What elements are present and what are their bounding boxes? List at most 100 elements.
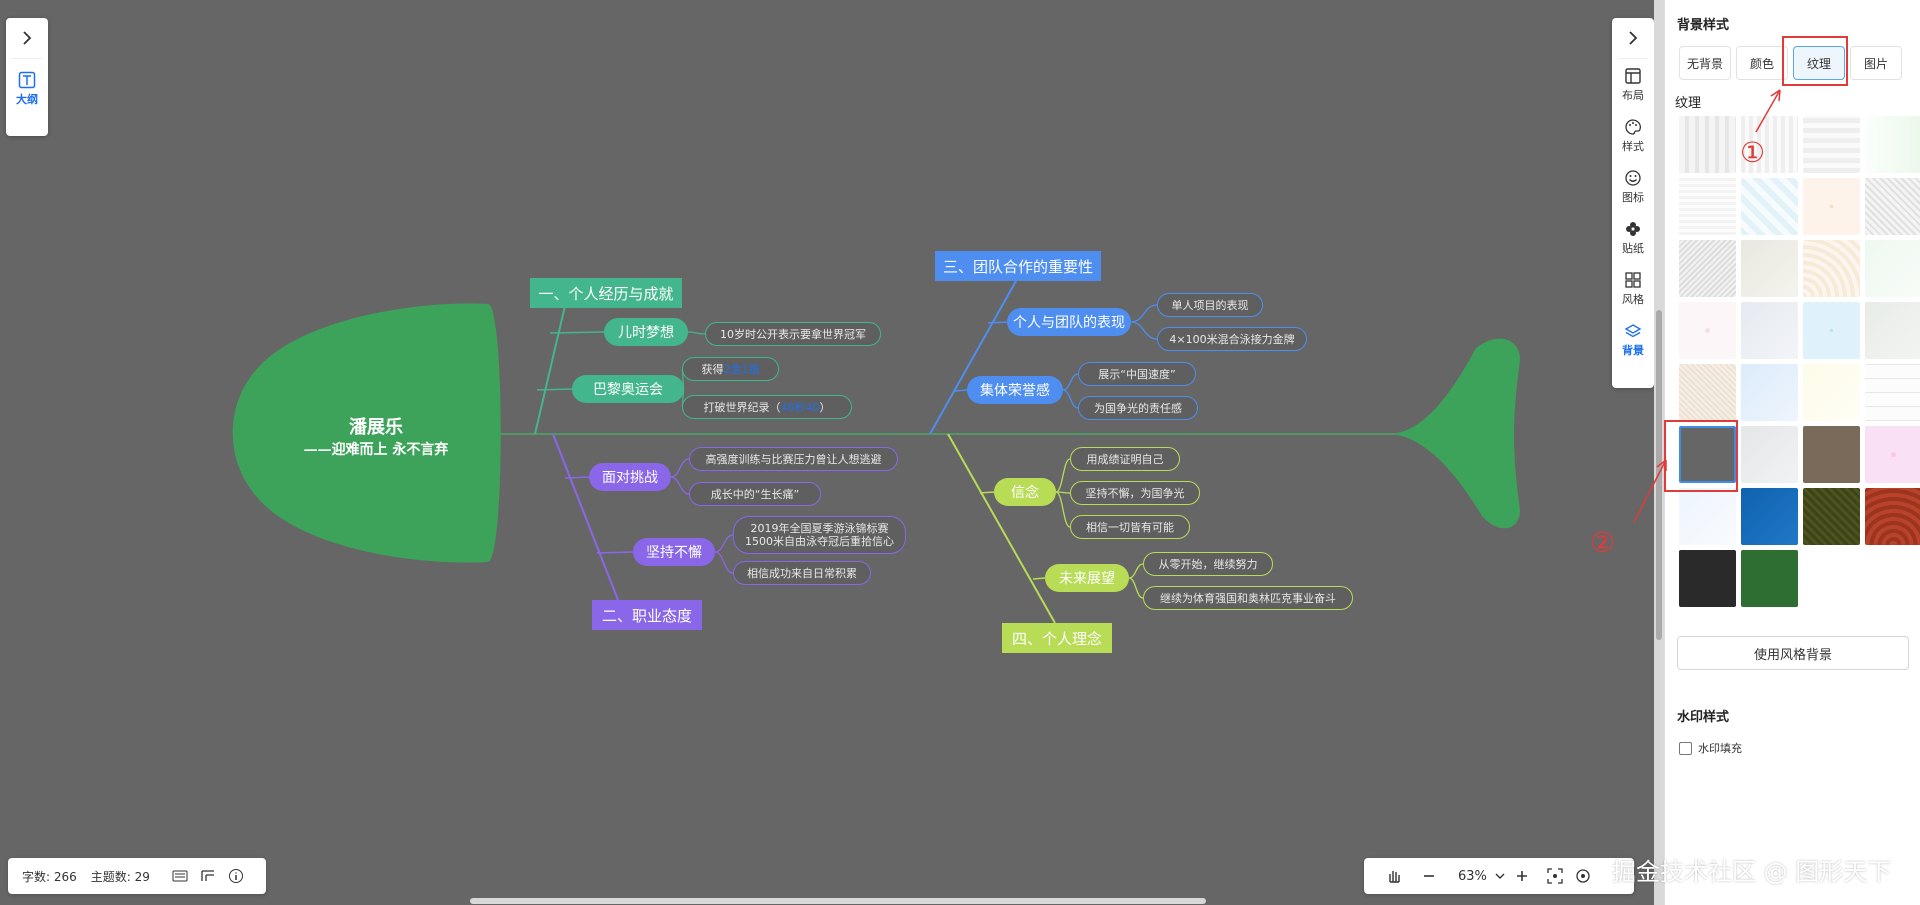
texture-swatch[interactable] <box>1679 488 1736 545</box>
texture-swatch[interactable] <box>1741 178 1798 235</box>
texture-swatch[interactable] <box>1679 426 1736 483</box>
leaf-topic[interactable]: 单人项目的表现 <box>1157 293 1263 317</box>
mindmap-canvas[interactable]: 潘展乐 ——迎难而上 永不言弃 一、个人经历与成就儿时梦想 10岁时公开表示要拿世… <box>0 0 1664 905</box>
subtopic[interactable]: 未来展望 <box>1045 564 1129 592</box>
leaf-topic[interactable]: 相信一切皆有可能 <box>1070 515 1190 539</box>
leaf-topic[interactable]: 10岁时公开表示要拿世界冠军 <box>705 322 881 346</box>
texture-swatch[interactable] <box>1741 364 1798 421</box>
toolbar-item-grid[interactable]: 风格 <box>1612 263 1654 314</box>
zoom-out-icon[interactable] <box>1422 869 1436 883</box>
leaf-topic[interactable]: 坚持不懈，为国争光 <box>1070 481 1200 505</box>
texture-swatch[interactable] <box>1865 116 1920 173</box>
chevron-right-icon <box>1629 31 1638 45</box>
texture-swatch[interactable] <box>1679 116 1736 173</box>
leaf-topic[interactable]: 展示“中国速度” <box>1078 362 1196 386</box>
texture-swatch[interactable] <box>1865 426 1920 483</box>
toolbar-item-palette[interactable]: 样式 <box>1612 110 1654 161</box>
subtopic[interactable]: 儿时梦想 <box>604 318 688 346</box>
subtopic[interactable]: 集体荣誉感 <box>967 376 1063 404</box>
texture-swatch[interactable] <box>1741 550 1798 607</box>
branch-topic[interactable]: 二、职业态度 <box>592 600 702 630</box>
texture-swatch[interactable] <box>1803 116 1860 173</box>
leaf-topic-text: 相信成功来自日常积累 <box>747 567 857 580</box>
texture-swatch[interactable] <box>1865 302 1920 359</box>
keyboard-icon[interactable] <box>172 869 188 883</box>
bg-tab[interactable]: 纹理 <box>1793 46 1845 80</box>
chevron-down-icon[interactable] <box>1495 871 1505 881</box>
toolbar-item-label: 样式 <box>1622 139 1644 153</box>
layout-toggle-icon[interactable] <box>200 869 216 883</box>
texture-swatch[interactable] <box>1679 550 1736 607</box>
texture-swatch[interactable] <box>1679 240 1736 297</box>
use-style-bg-button[interactable]: 使用风格背景 <box>1677 636 1909 670</box>
zoom-value[interactable]: 63% <box>1458 868 1487 884</box>
texture-swatch[interactable] <box>1679 178 1736 235</box>
horizontal-scrollbar[interactable] <box>470 898 1206 904</box>
texture-swatch[interactable] <box>1803 240 1860 297</box>
texture-swatch[interactable] <box>1803 488 1860 545</box>
toolbar-item-flower[interactable]: 贴纸 <box>1612 212 1654 263</box>
root-topic[interactable]: 潘展乐 ——迎难而上 永不言弃 <box>252 412 500 460</box>
texture-swatch[interactable] <box>1803 302 1860 359</box>
watermark-fill-checkbox[interactable] <box>1679 741 1692 755</box>
outline-button[interactable]: 大纲 <box>6 59 48 119</box>
subtopic[interactable]: 坚持不懈 <box>633 538 715 566</box>
leaf-topic-text: 成长中的“生长痛” <box>710 488 800 501</box>
leaf-topic[interactable]: 相信成功来自日常积累 <box>733 561 871 585</box>
expand-left-button[interactable] <box>6 18 48 58</box>
texture-swatch[interactable] <box>1741 488 1798 545</box>
texture-swatch[interactable] <box>1741 116 1798 173</box>
subtopic[interactable]: 巴黎奥运会 <box>572 375 684 403</box>
toolbar-item-layers[interactable]: 背景 <box>1612 314 1654 365</box>
subtopic-label: 面对挑战 <box>602 470 658 486</box>
texture-swatch[interactable] <box>1803 364 1860 421</box>
smiley-icon <box>1625 169 1641 186</box>
leaf-topic-text: 坚持不懈，为国争光 <box>1085 487 1185 500</box>
texture-swatch[interactable] <box>1865 178 1920 235</box>
texture-swatch[interactable] <box>1803 178 1860 235</box>
texture-swatch[interactable] <box>1741 302 1798 359</box>
hand-icon[interactable] <box>1386 868 1400 884</box>
leaf-topic[interactable]: 4×100米混合泳接力金牌 <box>1157 327 1307 351</box>
toolbar-item-label: 布局 <box>1622 88 1644 102</box>
subtopic[interactable]: 个人与团队的表现 <box>1007 308 1131 336</box>
fish-head[interactable] <box>232 303 501 563</box>
texture-swatch[interactable] <box>1741 240 1798 297</box>
collapse-panel-button[interactable] <box>1612 18 1654 58</box>
subtopic[interactable]: 信念 <box>994 478 1056 506</box>
texture-swatch[interactable] <box>1865 240 1920 297</box>
leaf-topic-text: 获得2金1银 <box>702 361 760 377</box>
texture-title: 纹理 <box>1675 96 1702 111</box>
toolbar-item-smiley[interactable]: 图标 <box>1612 161 1654 212</box>
leaf-topic-text: 10岁时公开表示要拿世界冠军 <box>720 328 866 341</box>
info-icon[interactable] <box>228 868 244 884</box>
subtopic[interactable]: 面对挑战 <box>589 463 671 491</box>
texture-swatch[interactable] <box>1803 426 1860 483</box>
leaf-topic[interactable]: 打破世界纪录（46秒40） <box>682 395 852 419</box>
branch-topic[interactable]: 一、个人经历与成就 <box>530 278 682 308</box>
texture-swatch[interactable] <box>1679 302 1736 359</box>
branch-topic[interactable]: 三、团队合作的重要性 <box>935 251 1101 281</box>
leaf-topic[interactable]: 为国争光的责任感 <box>1078 396 1198 420</box>
branch-topic[interactable]: 四、个人理念 <box>1002 623 1112 653</box>
locate-icon[interactable] <box>1575 868 1591 884</box>
bg-tab[interactable]: 颜色 <box>1736 46 1788 80</box>
leaf-topic[interactable]: 成长中的“生长痛” <box>689 482 821 506</box>
leaf-topic[interactable]: 高强度训练与比赛压力曾让人想逃避 <box>689 447 898 471</box>
leaf-topic[interactable]: 获得2金1银 <box>682 357 779 381</box>
texture-swatch[interactable] <box>1865 488 1920 545</box>
texture-swatch[interactable] <box>1741 426 1798 483</box>
bg-tab[interactable]: 图片 <box>1850 46 1902 80</box>
toolbar-item-layout[interactable]: 布局 <box>1612 59 1654 110</box>
leaf-topic[interactable]: 用成绩证明自己 <box>1070 447 1180 471</box>
bg-tab[interactable]: 无背景 <box>1679 46 1731 80</box>
zoom-in-icon[interactable] <box>1515 869 1529 883</box>
fit-screen-icon[interactable] <box>1547 868 1563 884</box>
leaf-topic[interactable]: 从零开始，继续努力 <box>1143 552 1273 576</box>
leaf-topic[interactable]: 继续为体育强国和奥林匹克事业奋斗 <box>1143 586 1353 610</box>
leaf-topic-text: 1500米自由泳夺冠后重拾信心 <box>745 535 894 548</box>
texture-swatch[interactable] <box>1679 364 1736 421</box>
branch-topic-label: 四、个人理念 <box>1012 629 1103 648</box>
texture-swatch[interactable] <box>1865 364 1920 421</box>
